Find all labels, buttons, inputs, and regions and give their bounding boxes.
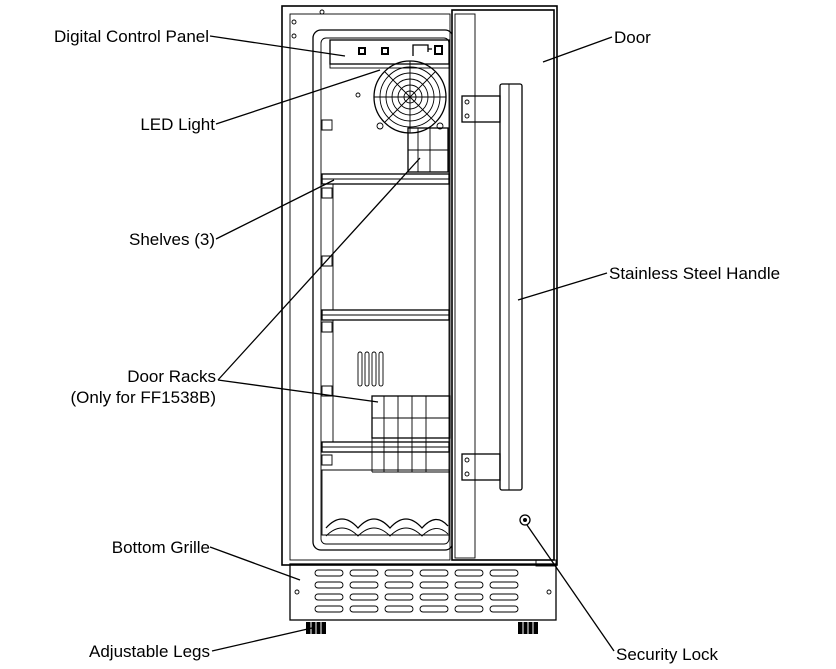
label-shelves: Shelves (3): [129, 230, 215, 249]
label-bottom-grille: Bottom Grille: [112, 538, 210, 557]
label-door-racks: Door Racks: [127, 367, 216, 386]
label-door-racks-note: (Only for FF1538B): [71, 388, 217, 407]
leader-lines: [209, 35, 615, 652]
label-security-lock: Security Lock: [616, 645, 719, 664]
label-led-light: LED Light: [140, 115, 215, 134]
label-stainless-steel-handle: Stainless Steel Handle: [609, 264, 780, 283]
bottom-grille: [289, 559, 557, 621]
door: [451, 9, 555, 561]
shelves: [321, 173, 450, 453]
adjustable-legs: [306, 622, 538, 634]
label-door: Door: [614, 28, 651, 47]
door-racks: [371, 127, 451, 473]
rear-vents: [357, 351, 384, 387]
label-adjustable-legs: Adjustable Legs: [89, 642, 210, 661]
label-digital-control-panel: Digital Control Panel: [54, 27, 209, 46]
bottom-wine-rack: [321, 469, 450, 537]
fan-grille: [355, 60, 447, 134]
